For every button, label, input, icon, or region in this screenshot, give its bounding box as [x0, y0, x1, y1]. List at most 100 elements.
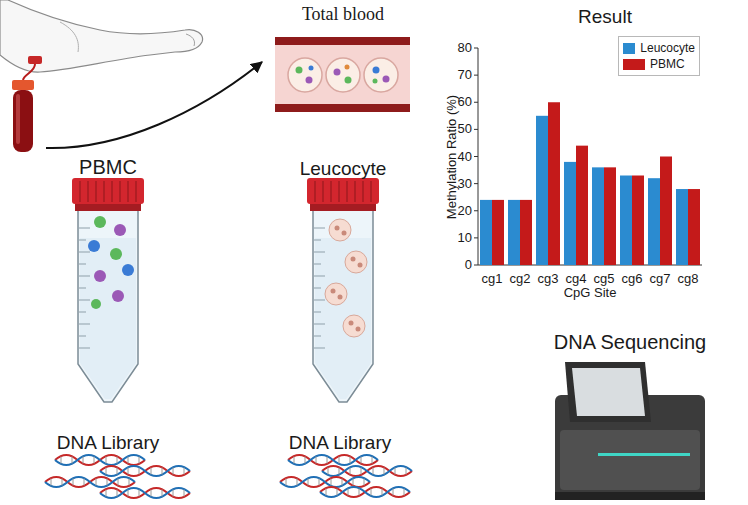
blood-vessel	[306, 77, 313, 84]
blood-vessel	[309, 66, 314, 71]
dna-library-strands	[280, 477, 370, 487]
blood-vessel	[334, 69, 341, 76]
arm-illustration	[60, 22, 78, 52]
leucocyte-cells	[345, 251, 367, 273]
arm-illustration	[23, 64, 35, 80]
bar-chart	[474, 237, 478, 238]
dna-library-strands	[320, 487, 410, 497]
leucocyte-cells	[343, 315, 365, 337]
sequencer-machine	[572, 368, 645, 416]
bar-chart	[474, 129, 478, 130]
pbmc-cells	[88, 240, 100, 252]
bar-chart	[660, 157, 672, 266]
node-label: Leucocyte	[298, 158, 388, 180]
blood-vessel	[373, 79, 378, 84]
sequencer-node: DNA Sequencing	[545, 327, 715, 502]
legend-label: PBMC	[650, 57, 685, 71]
tick-label: 60	[458, 95, 472, 109]
tick-label: 70	[458, 68, 472, 82]
pbmc-cells	[88, 216, 134, 309]
legend-swatch	[623, 59, 645, 70]
bar-chart	[564, 162, 576, 265]
sequencer-machine	[565, 362, 651, 422]
tick-label: 0	[465, 258, 472, 272]
legend-swatch	[623, 43, 635, 54]
dna-library-strands	[55, 455, 145, 465]
bar-chart	[648, 178, 660, 265]
bar-chart	[474, 156, 478, 157]
leucocyte-cells	[342, 231, 347, 236]
library-node: DNA Library	[255, 428, 425, 502]
bar-chart	[474, 265, 478, 266]
blood-vessel	[275, 104, 410, 112]
pbmc-cells	[110, 248, 122, 260]
bar-chart	[474, 102, 478, 103]
pbmc-cells	[112, 290, 124, 302]
arm-illustration	[28, 56, 42, 64]
blood-vessel	[326, 58, 360, 92]
blood-vessel	[383, 76, 390, 83]
bar-chart	[688, 189, 700, 265]
bar-chart	[474, 75, 478, 76]
sequencer-machine	[555, 362, 705, 500]
tick-label: 10	[458, 231, 472, 245]
dna-library-strands	[100, 488, 190, 498]
bar-chart	[604, 167, 616, 265]
tick-label: 20	[458, 204, 472, 218]
stage-node: Total blood	[268, 0, 418, 114]
pbmc-cells	[91, 299, 101, 309]
bar-chart	[576, 146, 588, 265]
chart-legend: LeucocytePBMC	[618, 36, 700, 76]
legend-entry: Leucocyte	[623, 40, 695, 56]
sequencer-machine	[560, 430, 700, 490]
tick-label: 40	[458, 149, 472, 163]
bar-chart	[480, 116, 688, 265]
leucocyte-tube	[307, 178, 379, 402]
bar-chart	[520, 200, 532, 265]
arm-illustration	[0, 0, 203, 72]
node-label: DNA Library	[255, 432, 425, 454]
dna-library-strands	[280, 455, 412, 497]
pbmc-cells	[94, 270, 106, 282]
bar-chart	[620, 176, 632, 266]
bar-chart	[592, 167, 604, 265]
legend-label: Leucocyte	[640, 41, 695, 55]
arm-illustration	[186, 34, 195, 46]
dna-library-strands	[100, 466, 190, 476]
leucocyte-cells	[356, 327, 361, 332]
pbmc-cells	[114, 224, 126, 236]
blood-vessel	[345, 65, 350, 70]
pbmc-tube	[72, 178, 144, 402]
dna-library-strands	[288, 455, 378, 465]
blood-vessel	[296, 67, 303, 74]
category-label: cg8	[678, 272, 699, 286]
leucocyte-cells	[329, 219, 351, 241]
leucocyte-cells	[349, 321, 354, 326]
sequencer-machine	[598, 453, 690, 456]
bar-chart	[480, 200, 492, 265]
node-label: PBMC	[62, 156, 154, 179]
category-label: cg5	[594, 272, 615, 286]
leucocyte-cells	[351, 257, 356, 262]
category-label: cg3	[538, 272, 559, 286]
arm-illustration	[13, 90, 33, 152]
node-label: DNA Sequencing	[545, 331, 715, 354]
bar-chart	[474, 48, 702, 265]
sequencer-machine	[555, 492, 705, 500]
library-node: DNA Library	[20, 428, 196, 502]
leucocyte-cells	[331, 289, 336, 294]
bar-chart	[474, 183, 478, 184]
bar-chart	[492, 102, 700, 265]
blood-vessel	[275, 37, 410, 112]
blood-vessel	[373, 67, 380, 74]
blood-vessel	[364, 58, 398, 92]
leucocyte-cells	[325, 219, 367, 337]
category-label: cg4	[566, 272, 587, 286]
blood-vessel	[275, 40, 410, 110]
category-label: cg7	[650, 272, 671, 286]
bar-chart	[676, 189, 688, 265]
tick-label: 80	[458, 41, 472, 55]
bar-chart	[474, 48, 702, 265]
pbmc-cells	[122, 264, 134, 276]
